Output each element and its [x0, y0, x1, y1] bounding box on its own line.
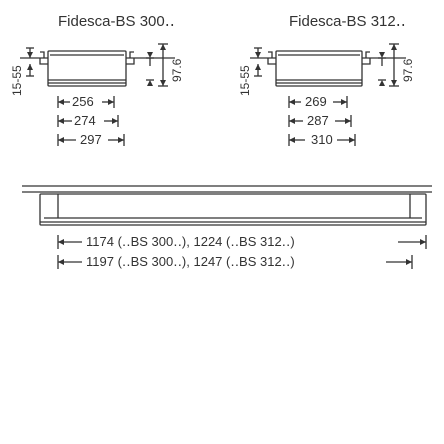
left-width-3: 297	[80, 132, 102, 147]
right-depth-label: 97.6	[401, 58, 415, 82]
right-housing	[275, 50, 363, 87]
luminaire-side-view	[22, 185, 432, 226]
right-height-label: 15-55	[238, 65, 252, 96]
left-depth-label: 97.6	[170, 58, 184, 82]
left-width-1: 256	[72, 94, 94, 109]
left-height-label: 15-55	[10, 65, 24, 96]
right-width-1: 269	[305, 94, 327, 109]
arrowheads	[27, 44, 426, 265]
left-housing	[47, 50, 127, 87]
right-profile-section	[250, 50, 406, 87]
left-diagram-title: Fidesca-BS 300․․	[58, 13, 175, 30]
right-width-2: 287	[307, 113, 329, 128]
right-depth-dimension	[378, 43, 399, 87]
length-label-1: 1174 (․․BS 300․․), 1224 (․․BS 312․․)	[86, 234, 295, 249]
left-profile-section	[20, 50, 175, 87]
left-depth-dimension	[146, 43, 168, 87]
left-width-2: 274	[74, 113, 96, 128]
right-width-3: 310	[311, 132, 333, 147]
length-label-2: 1197 (․․BS 300․․), 1247 (․․BS 312․․)	[86, 254, 295, 269]
right-diagram-title: Fidesca-BS 312․․	[289, 13, 406, 30]
